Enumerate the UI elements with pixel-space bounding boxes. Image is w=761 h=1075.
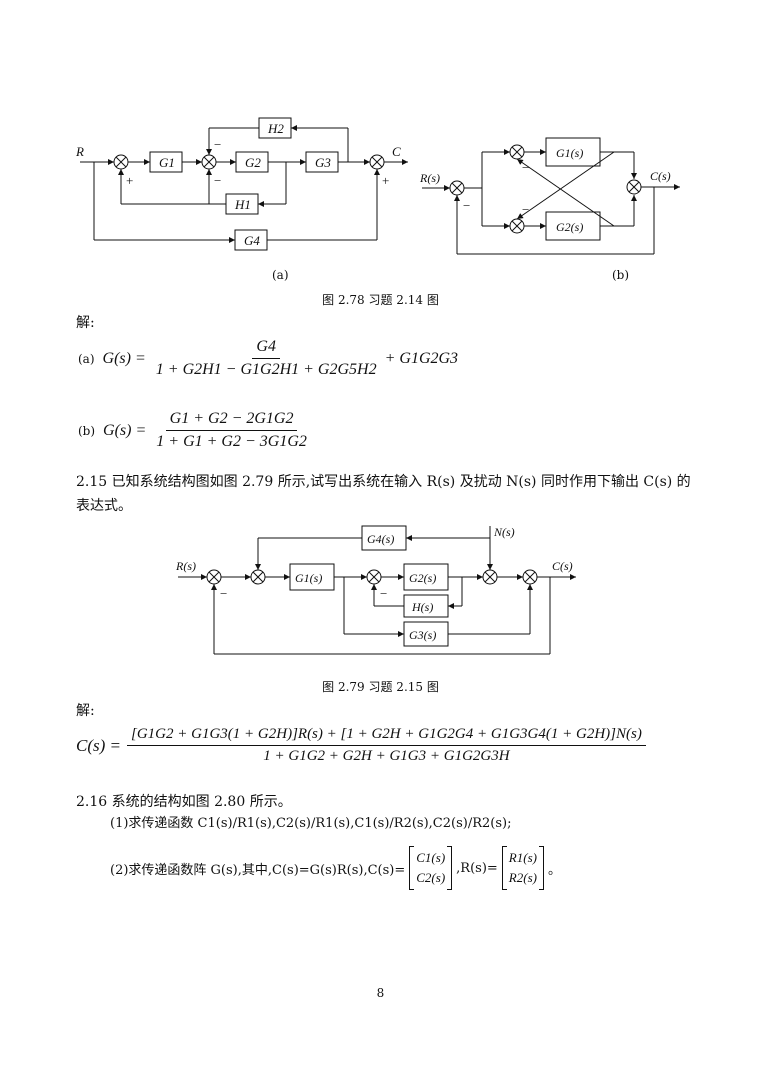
equation-b-tag: (b) — [78, 423, 96, 438]
figure-caption-278: 图 2.78 习题 2.14 图 — [322, 293, 439, 307]
sign-minus-2: − — [214, 173, 221, 188]
solution-label-2: 解: — [76, 703, 95, 719]
signal-C: C — [392, 144, 401, 159]
label-G4s: G4(s) — [367, 532, 394, 546]
equation-a: (a) G(s) = G4 1 + G2H1 − G1G2H1 + G2G5H2… — [78, 338, 458, 379]
problem-2-15: 2.15 已知系统结构图如图 2.79 所示,试写出系统在输入 R(s) 及扰动… — [76, 474, 691, 514]
equation-a-lhs: G(s) = — [102, 349, 146, 367]
C-vector: C1(s) C2(s) — [409, 846, 453, 890]
sign-minus-1: − — [214, 137, 221, 152]
signal-R: R — [75, 144, 84, 159]
label-H2: H2 — [267, 121, 284, 136]
signal-Rs-79: R(s) — [175, 559, 196, 573]
figure-b-label: (b) — [612, 268, 630, 282]
label-G3: G3 — [315, 155, 331, 170]
problem-2-16-heading: 2.16 系统的结构如图 2.80 所示。 — [76, 794, 292, 810]
equation-b-numerator: G1 + G2 − 2G1G2 — [165, 410, 298, 431]
equation-a-numerator: G4 — [252, 338, 280, 359]
figure-a-label: (a) — [272, 268, 289, 282]
equation-c: C(s) = [G1G2 + G1G3(1 + G2H)]R(s) + [1 +… — [76, 726, 646, 765]
equation-c-numerator: [G1G2 + G1G3(1 + G2H)]R(s) + [1 + G2H + … — [127, 726, 646, 746]
signal-Ns: N(s) — [493, 525, 515, 539]
equation-b-lhs: G(s) = — [103, 421, 147, 439]
item2-prefix: (2)求传递函数阵 G(s),其中,C(s)=G(s)R(s),C(s)= — [110, 862, 406, 878]
equation-a-denominator: 1 + G2H1 − G1G2H1 + G2G5H2 — [155, 361, 377, 378]
equation-c-lhs: C(s) = — [76, 735, 121, 755]
label-G1s: G1(s) — [556, 146, 583, 160]
R-vector-2: R2(s) — [508, 870, 537, 885]
figure-caption-279: 图 2.79 习题 2.15 图 — [322, 680, 439, 694]
C-vector-2: C2(s) — [416, 870, 446, 885]
figure-2-78b: R(s) C(s) G1(s) G2(s) − − − — [419, 137, 680, 255]
label-H1: H1 — [234, 197, 251, 212]
sign-minus-b2: − — [522, 160, 529, 175]
sign-minus-c2: − — [380, 586, 387, 601]
sign-minus-b3: − — [522, 202, 529, 217]
label-G4: G4 — [244, 233, 260, 248]
equation-a-tag: (a) — [78, 351, 95, 366]
sign-minus-c1: − — [220, 586, 227, 601]
signal-Rs: R(s) — [419, 171, 440, 185]
label-G1s-79: G1(s) — [295, 571, 322, 585]
equation-b-fraction: G1 + G2 − 2G1G2 1 + G1 + G2 − 3G1G2 — [152, 410, 311, 451]
signal-Cs-79: C(s) — [552, 559, 573, 573]
label-Hs: H(s) — [411, 600, 433, 614]
equation-a-fraction: G4 1 + G2H1 − G1G2H1 + G2G5H2 — [152, 338, 381, 379]
R-vector-1: R1(s) — [508, 850, 537, 865]
signal-Cs: C(s) — [650, 169, 671, 183]
label-G3s-79: G3(s) — [409, 628, 436, 642]
solution-label-1: 解: — [76, 315, 95, 331]
figure-2-78a: R C G1 G2 G3 H2 H1 G4 + − − + — [75, 117, 408, 251]
C-vector-1: C1(s) — [416, 850, 446, 865]
label-G2: G2 — [245, 155, 261, 170]
equation-a-tail: + G1G2G3 — [384, 349, 459, 367]
equation-c-denominator: 1 + G1G2 + G2H + G1G3 + G1G2G3H — [263, 748, 510, 764]
label-G2s-79: G2(s) — [409, 571, 436, 585]
equation-b-denominator: 1 + G1 + G2 − 3G1G2 — [156, 433, 307, 450]
sign-minus-b1: − — [463, 198, 470, 213]
sign-plus-1: + — [126, 173, 133, 188]
R-vector: R1(s) R2(s) — [501, 846, 545, 890]
problem-2-16-item2: (2)求传递函数阵 G(s),其中,C(s)=G(s)R(s),C(s)= C1… — [110, 846, 561, 890]
figure-2-79: R(s) N(s) C(s) G4(s) G1(s) G2(s) H(s) G3… — [175, 525, 576, 655]
item2-mid: ,R(s)= — [456, 860, 498, 876]
equation-c-fraction: [G1G2 + G1G3(1 + G2H)]R(s) + [1 + G2H + … — [127, 726, 646, 765]
sign-plus-2: + — [382, 173, 389, 188]
item2-end: 。 — [547, 862, 561, 878]
equation-b: (b) G(s) = G1 + G2 − 2G1G2 1 + G1 + G2 −… — [78, 410, 311, 451]
label-G1: G1 — [159, 155, 175, 170]
label-G2s: G2(s) — [556, 220, 583, 234]
page-number: 8 — [376, 986, 385, 1000]
problem-2-16-item1: (1)求传递函数 C1(s)/R1(s),C2(s)/R1(s),C1(s)/R… — [110, 816, 512, 831]
